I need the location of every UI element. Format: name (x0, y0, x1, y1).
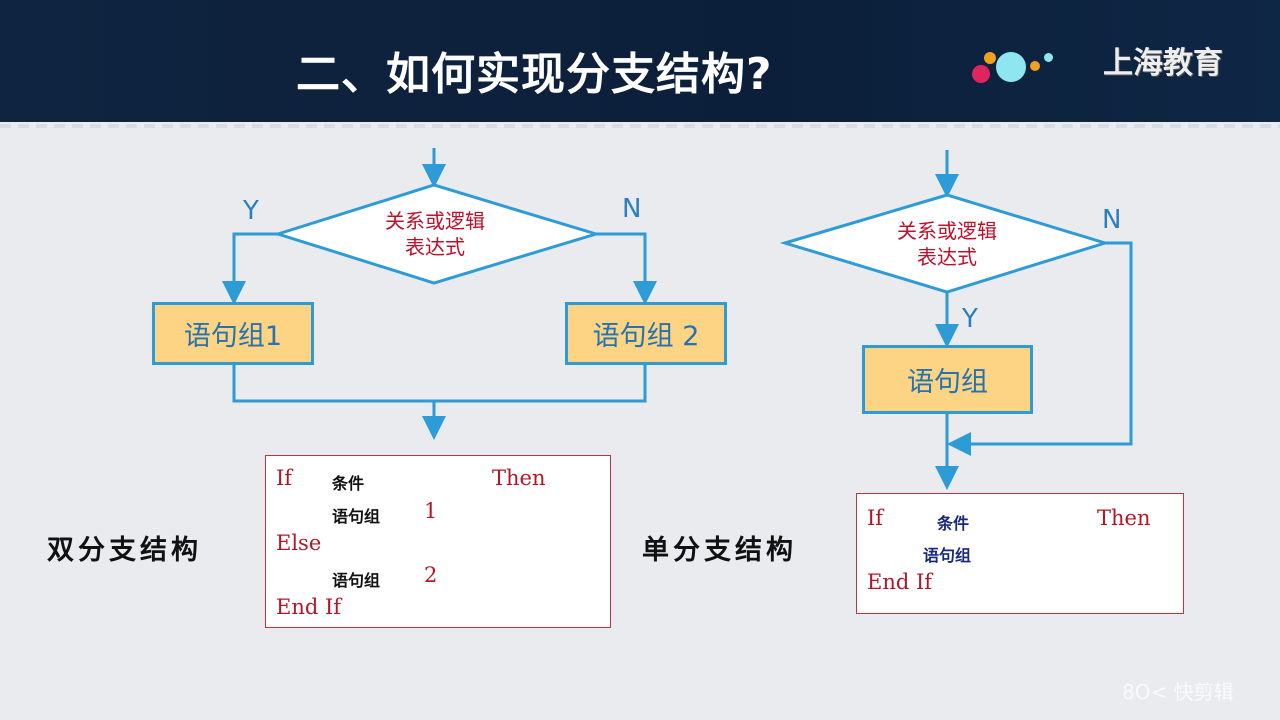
single-branch-label: 单分支结构 (642, 535, 797, 566)
no-label-single: N (1102, 205, 1122, 235)
header-bar (0, 0, 1280, 122)
double-branch-code: If 条件 Then 语句组 1 Else 语句组 2 End If (265, 455, 611, 628)
yes-label-single: Y (962, 304, 978, 334)
statement-group-2: 语句组 2 (565, 302, 727, 365)
page-title: 二、如何实现分支结构? (296, 49, 773, 100)
watermark: 8O< 快剪辑 (1122, 680, 1234, 704)
dashed-divider (0, 124, 1280, 128)
brand-name: 上海教育 (1103, 46, 1223, 81)
statement-group: 语句组 (862, 345, 1033, 414)
no-label: N (622, 194, 642, 224)
condition-text-single: 关系或逻辑表达式 (897, 219, 997, 269)
statement-group-1: 语句组1 (152, 302, 314, 365)
condition-text: 关系或逻辑表达式 (385, 209, 485, 259)
double-branch-label: 双分支结构 (47, 535, 202, 566)
single-branch-code: If 条件 Then 语句组 End If (856, 493, 1184, 614)
yes-label: Y (243, 196, 259, 226)
